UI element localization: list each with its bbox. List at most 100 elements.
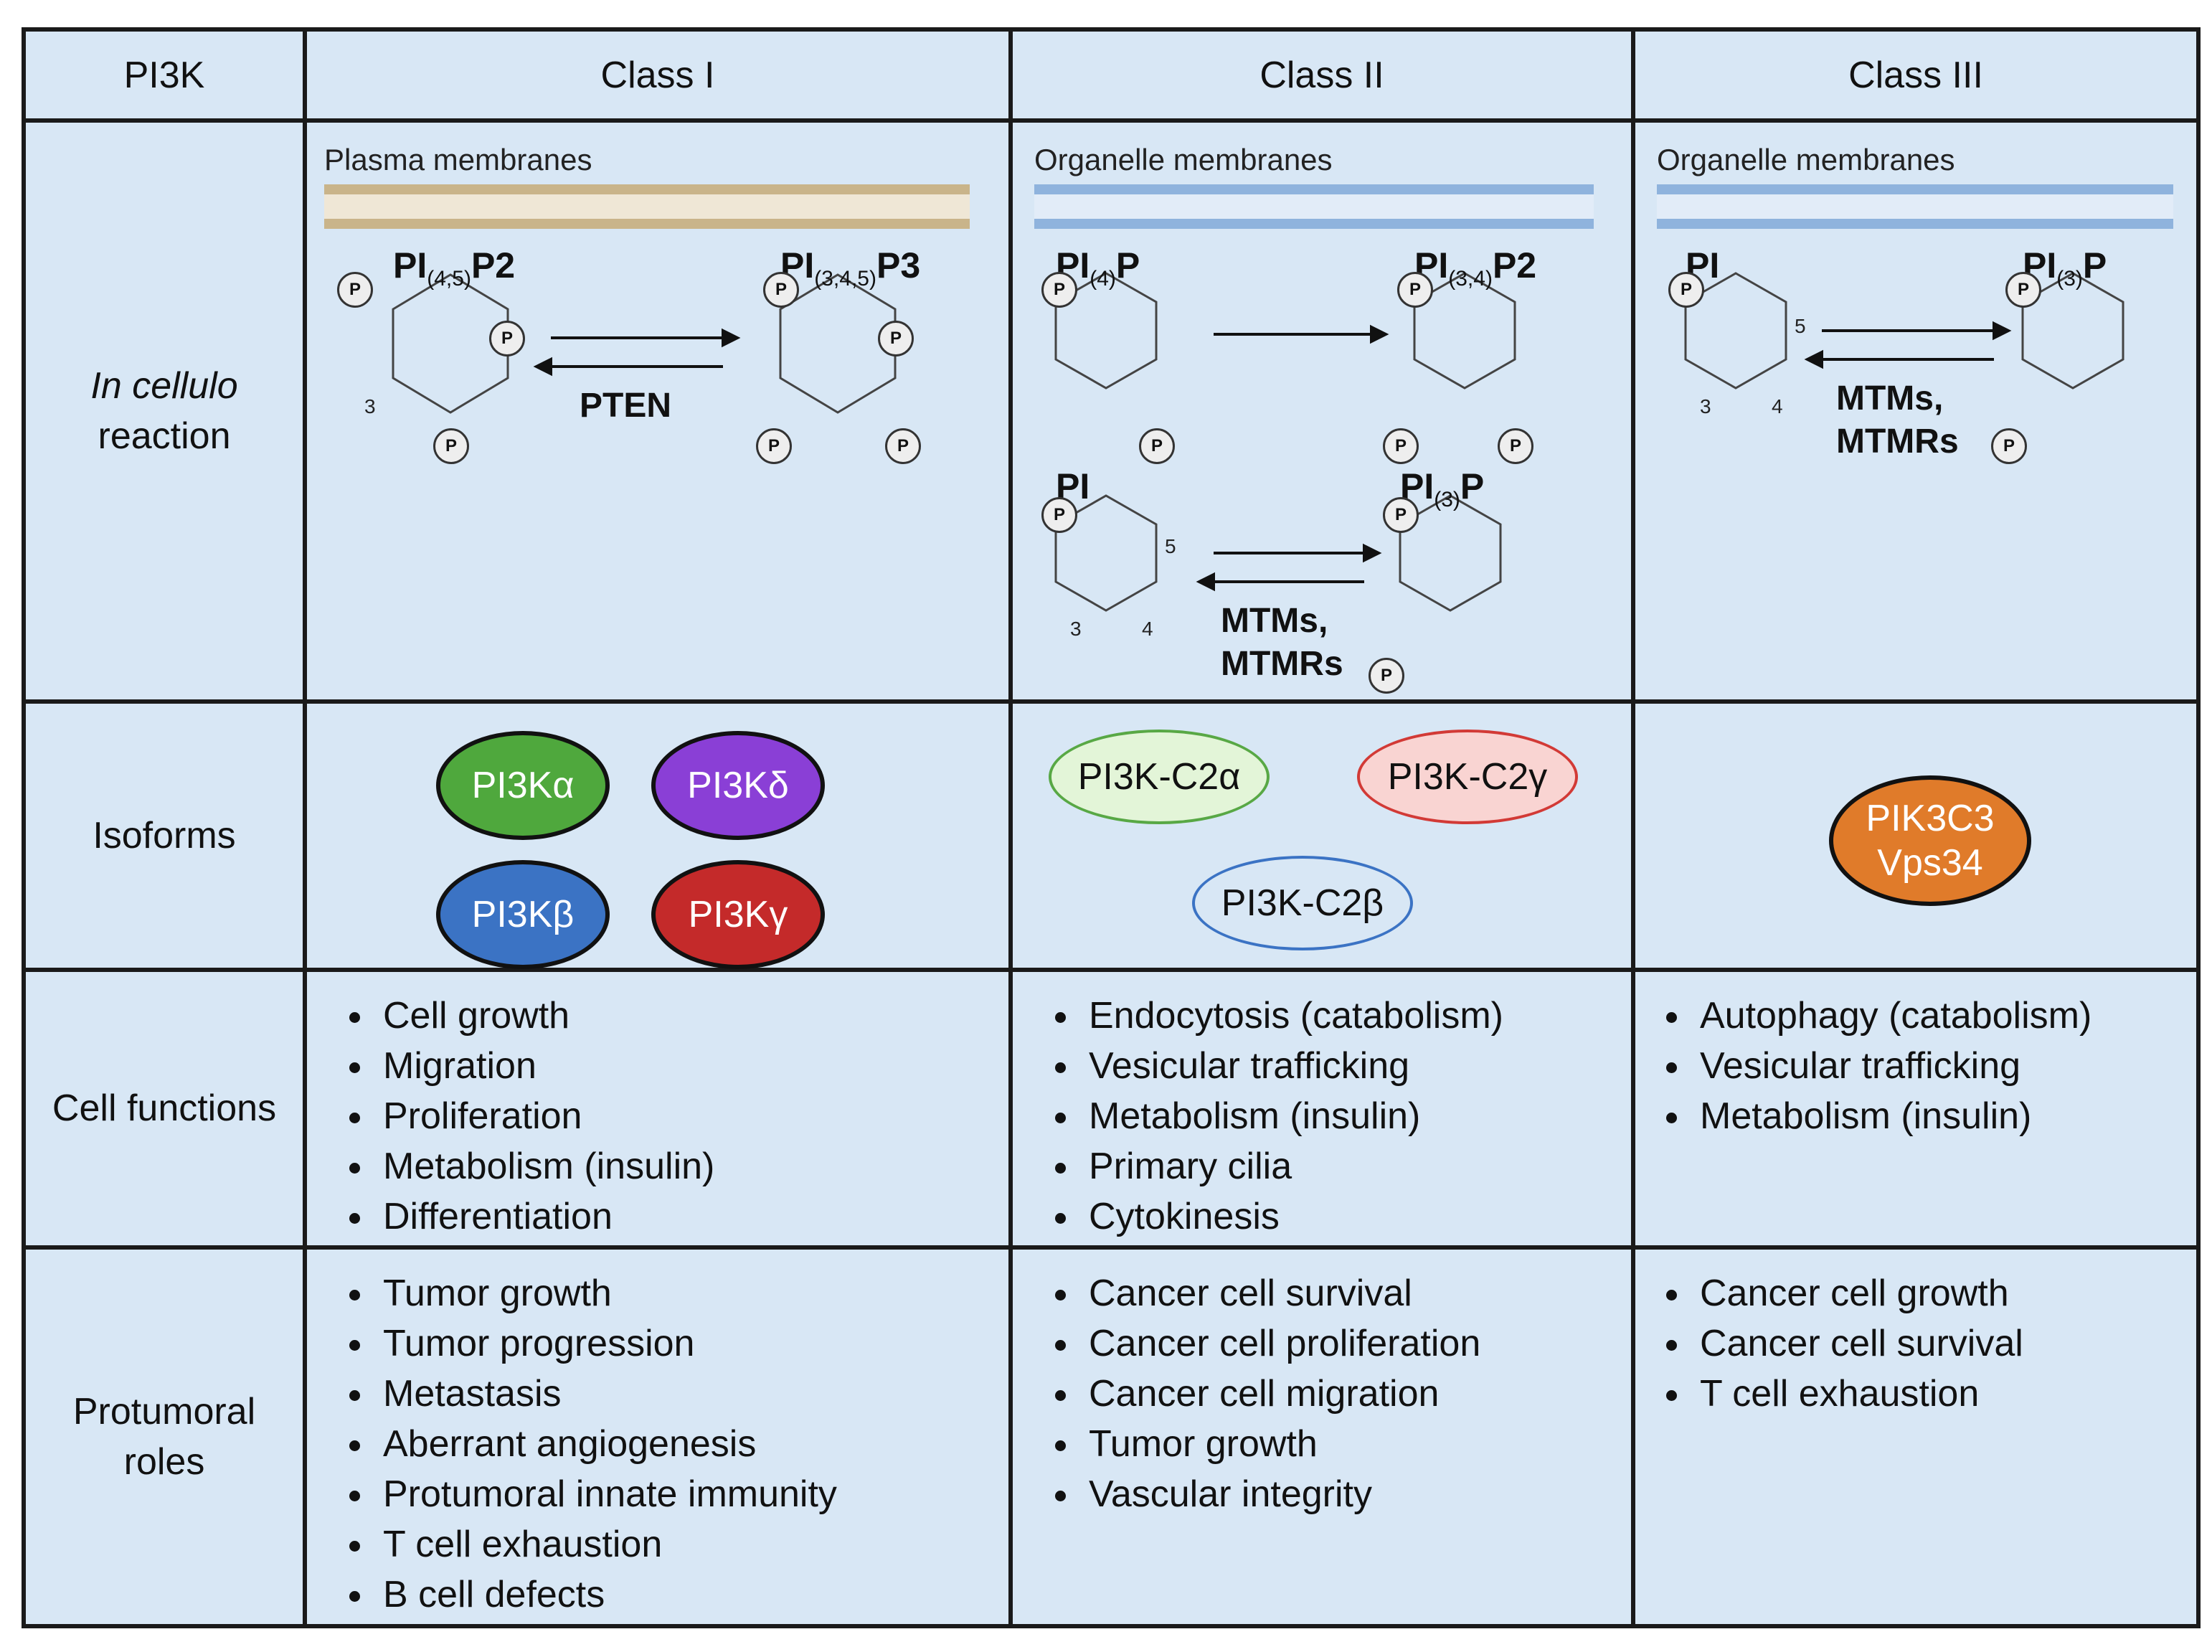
class3-ring-number-5: 5 — [1795, 315, 1806, 338]
class2-ring-number-3: 3 — [1070, 618, 1082, 641]
class3-ring-number-3: 3 — [1700, 395, 1711, 418]
class1-reaction-cell: Plasma membranes PI(4,5)P2 — [303, 118, 1013, 704]
class3-reaction-cell: Organelle membranes PI — [1631, 118, 2201, 704]
header-row: PI3K Class I Class II Class III — [22, 27, 2201, 123]
phosphate-group: P — [433, 428, 469, 465]
reaction-row: In cellulo reaction Plasma membranes — [22, 118, 2201, 704]
header-class-2: Class II — [1008, 27, 1635, 123]
class3-enzyme: MTMs,MTMRs — [1836, 379, 1959, 461]
class2-functions-cell: Endocytosis (catabolism)Vesicular traffi… — [1008, 968, 1635, 1250]
class3-functions-cell: Autophagy (catabolism)Vesicular traffick… — [1631, 968, 2201, 1250]
protumoral-row-label: Protumoral roles — [22, 1245, 307, 1629]
list-item: Metabolism (insulin) — [376, 1141, 1008, 1191]
class1-reaction-diagram — [392, 273, 897, 415]
phosphate-group: P — [1383, 497, 1419, 534]
pi3k-classes-table: PI3K Class I Class II Class III In cellu… — [22, 27, 2201, 1629]
isoform-pi3k-c2-alpha: PI3K-C2α — [1049, 729, 1270, 824]
list-item: Tumor growth — [1082, 1419, 1631, 1469]
list-item: Aberrant angiogenesis — [376, 1419, 1008, 1469]
class2-ring-number-4: 4 — [1142, 618, 1153, 641]
phosphate-group: P — [1383, 428, 1419, 465]
list-item: T cell exhaustion — [1693, 1369, 2196, 1419]
isoform-pi3k-delta: PI3Kδ — [651, 730, 825, 840]
header-class-3: Class III — [1631, 27, 2201, 123]
class2-protumoral-cell: Cancer cell survivalCancer cell prolifer… — [1008, 1245, 1635, 1629]
class1-ring-number: 3 — [364, 395, 376, 418]
phosphate-group: P — [763, 272, 799, 308]
list-item: Vesicular trafficking — [1082, 1041, 1631, 1091]
class3-membrane-label: Organelle membranes — [1657, 143, 1955, 177]
class1-protumoral-cell: Tumor growthTumor progressionMetastasisA… — [303, 1245, 1013, 1629]
reaction-row-label: In cellulo reaction — [22, 118, 307, 704]
list-item: Cancer cell proliferation — [1082, 1318, 1631, 1369]
phosphate-group: P — [1498, 428, 1533, 465]
class2-isoforms-cell: PI3K-C2α PI3K-C2γ PI3K-C2β — [1008, 699, 1635, 973]
list-item: Endocytosis (catabolism) — [1082, 991, 1631, 1041]
class2-r1-product: PI(3,4)P2 — [1414, 245, 1537, 291]
phosphate-group: P — [885, 428, 921, 465]
phosphate-group: P — [756, 428, 792, 465]
class3-ring-number-4: 4 — [1772, 395, 1783, 418]
phosphate-group: P — [2005, 272, 2041, 308]
class1-isoforms-cell: PI3Kα PI3Kδ PI3Kβ PI3Kγ — [303, 699, 1013, 973]
organelle-membrane-class3 — [1657, 184, 2173, 230]
phosphate-group: P — [1139, 428, 1175, 465]
list-item: Vesicular trafficking — [1693, 1041, 2196, 1091]
isoform-pi3k-gamma: PI3Kγ — [651, 859, 825, 969]
class1-protumoral-list: Tumor growthTumor progressionMetastasisA… — [307, 1250, 1008, 1620]
list-item: Primary cilia — [1082, 1141, 1631, 1191]
list-item: Cancer cell growth — [1693, 1268, 2196, 1318]
list-item: Metastasis — [376, 1369, 1008, 1419]
phosphate-group: P — [1397, 272, 1433, 308]
functions-row: Cell functions Cell growthMigrationProli… — [22, 968, 2201, 1250]
list-item: Cell growth — [376, 991, 1008, 1041]
list-item: Cancer cell migration — [1082, 1369, 1631, 1419]
functions-row-label: Cell functions — [22, 968, 307, 1250]
list-item: Differentiation — [376, 1191, 1008, 1242]
list-item: Autophagy (catabolism) — [1693, 991, 2196, 1041]
list-item: Cytokinesis — [1082, 1191, 1631, 1242]
class1-functions-list: Cell growthMigrationProliferationMetabol… — [307, 972, 1008, 1242]
class3-protumoral-cell: Cancer cell growthCancer cell survivalT … — [1631, 1245, 2201, 1629]
list-item: T cell exhaustion — [376, 1519, 1008, 1570]
protumoral-row: Protumoral roles Tumor growthTumor progr… — [22, 1245, 2201, 1629]
list-item: Tumor progression — [376, 1318, 1008, 1369]
plasma-membrane — [324, 184, 970, 230]
list-item: Migration — [376, 1041, 1008, 1091]
class3-functions-list: Autophagy (catabolism)Vesicular traffick… — [1635, 972, 2196, 1141]
isoform-pi3k-c2-gamma: PI3K-C2γ — [1357, 729, 1578, 824]
reaction-label-italic: In cellulo — [90, 365, 238, 407]
class2-membrane-label: Organelle membranes — [1034, 143, 1333, 177]
isoform-pik3c3-label: PIK3C3 — [1866, 797, 1995, 839]
isoform-vps34-label: Vps34 — [1877, 841, 1983, 884]
list-item: Proliferation — [376, 1091, 1008, 1141]
header-pi3k: PI3K — [22, 27, 307, 123]
list-item: Cancer cell survival — [1693, 1318, 2196, 1369]
class2-reaction-cell: Organelle membranes — [1008, 118, 1635, 704]
phosphate-group: P — [1668, 272, 1704, 308]
class2-enzyme: MTMs,MTMRs — [1221, 602, 1343, 684]
isoform-pi3k-alpha: PI3Kα — [436, 730, 610, 840]
isoform-pi3k-beta: PI3Kβ — [436, 859, 610, 969]
class2-functions-list: Endocytosis (catabolism)Vesicular traffi… — [1013, 972, 1631, 1242]
isoform-pi3k-c2-beta: PI3K-C2β — [1192, 855, 1413, 950]
class1-membrane-label: Plasma membranes — [324, 143, 592, 177]
list-item: Cancer cell survival — [1082, 1268, 1631, 1318]
phosphate-group: P — [489, 321, 525, 357]
class3-protumoral-list: Cancer cell growthCancer cell survivalT … — [1635, 1250, 2196, 1419]
list-item: Protumoral innate immunity — [376, 1469, 1008, 1519]
class3-reaction-diagram — [1684, 272, 2124, 390]
phosphate-group: P — [1991, 428, 2027, 465]
class1-product: PI(3,4,5)P3 — [780, 245, 921, 291]
phosphate-group: P — [1041, 497, 1077, 534]
class1-functions-cell: Cell growthMigrationProliferationMetabol… — [303, 968, 1013, 1250]
list-item: Vascular integrity — [1082, 1469, 1631, 1519]
list-item: B cell defects — [376, 1570, 1008, 1620]
list-item: Tumor growth — [376, 1268, 1008, 1318]
class1-enzyme: PTEN — [580, 387, 672, 425]
reaction-label: reaction — [98, 415, 231, 458]
header-class-1: Class I — [303, 27, 1013, 123]
phosphate-group: P — [337, 272, 373, 308]
class3-product: PI(3)P — [2023, 245, 2107, 291]
